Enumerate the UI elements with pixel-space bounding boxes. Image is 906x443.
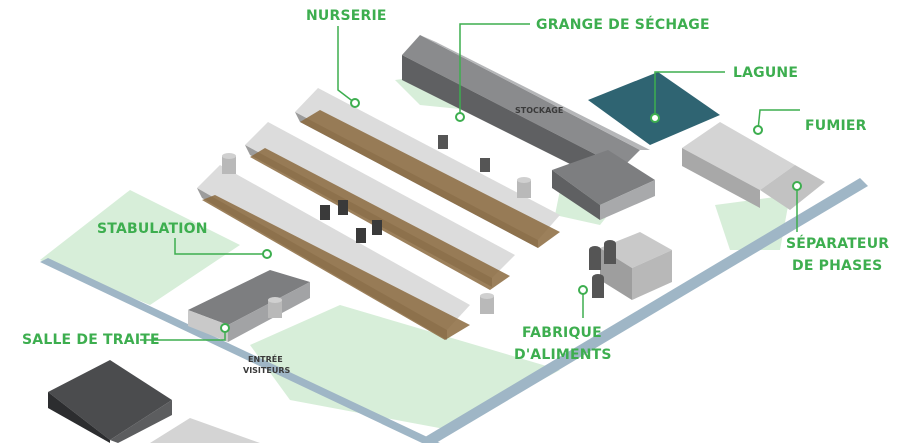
labels: NURSERIE GRANGE DE SÉCHAGE LAGUNE FUMIER… <box>22 8 889 375</box>
manure-shed <box>682 122 825 210</box>
grass-bottom <box>250 305 560 430</box>
drying-barn: STOCKAGE <box>402 35 655 220</box>
label-lagune: LAGUNE <box>733 65 798 81</box>
label-leaders <box>140 23 802 341</box>
label-entree-line1: ENTRÉE <box>248 353 283 364</box>
label-grange: GRANGE DE SÉCHAGE <box>536 16 710 33</box>
storage-label: STOCKAGE <box>515 106 563 115</box>
label-nurserie: NURSERIE <box>306 8 387 24</box>
feed-mill <box>589 232 672 300</box>
silos <box>222 135 531 318</box>
road-right <box>420 178 868 443</box>
lagoon <box>588 72 720 145</box>
label-stabulation: STABULATION <box>97 221 208 237</box>
label-separateur-line1: SÉPARATEUR <box>786 235 889 252</box>
road-left <box>40 258 440 443</box>
label-fumier: FUMIER <box>805 118 867 134</box>
label-separateur-line2: DE PHASES <box>792 258 882 274</box>
partial-building <box>150 418 260 443</box>
label-salle-traite: SALLE DE TRAITE <box>22 332 160 348</box>
warehouse <box>48 360 172 443</box>
label-entree-line2: VISITEURS <box>243 366 290 375</box>
middle-barn <box>245 122 515 290</box>
roads <box>40 178 868 443</box>
label-fabrique-line1: FABRIQUE <box>522 325 602 341</box>
nursery-barn <box>295 88 560 248</box>
stable-barn <box>197 165 470 340</box>
grass-left <box>40 190 240 305</box>
label-fabrique-line2: D'ALIMENTS <box>514 347 612 363</box>
